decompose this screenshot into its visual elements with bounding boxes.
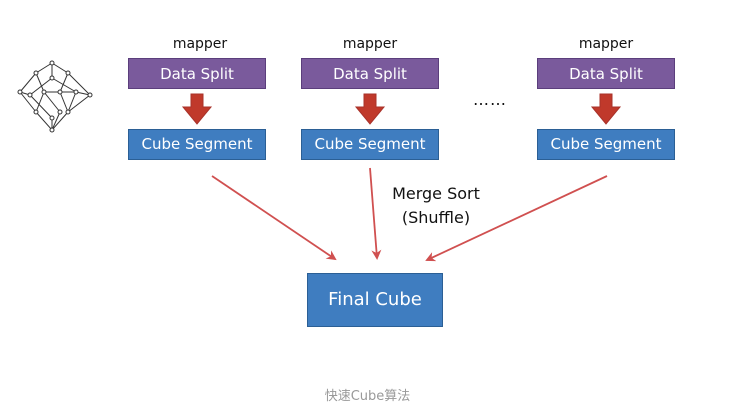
mapper-label-2: mapper [342,36,398,52]
mapper-label-3: mapper [578,36,634,52]
mapper-label-1: mapper [172,36,228,52]
final-cube-box: Final Cube [307,273,443,327]
figure-caption: 快速Cube算法 [324,389,411,404]
flow-arrow-left [211,175,337,261]
data-split-box-2: Data Split [301,58,439,89]
cube-segment-box-2: Cube Segment [301,129,439,160]
flow-arrow-right [425,175,608,262]
data-split-box-3: Data Split [537,58,675,89]
merge-sort-label: Merge Sort (Shuffle) [376,182,496,230]
cube-segment-box-3: Cube Segment [537,129,675,160]
cube-segment-box-1: Cube Segment [128,129,266,160]
merge-sort-line1: Merge Sort [392,184,480,203]
more-mappers-ellipsis: …… [473,90,507,109]
down-arrow-2 [354,93,386,125]
data-split-box-1: Data Split [128,58,266,89]
flow-arrow-center [369,167,382,260]
merge-sort-line2: (Shuffle) [401,208,471,227]
down-arrow-1 [181,93,213,125]
down-arrow-3 [590,93,622,125]
